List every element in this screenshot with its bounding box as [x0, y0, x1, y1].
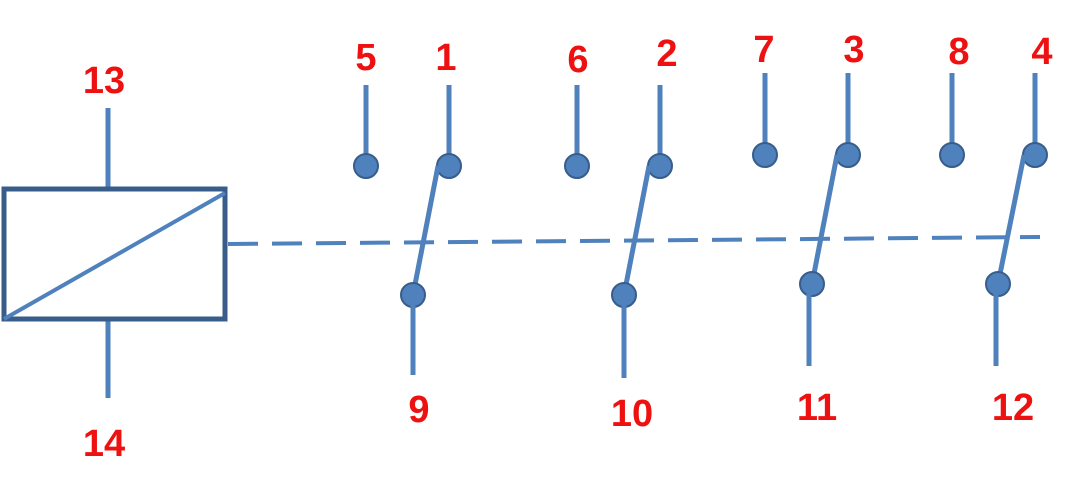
- pin-6-label: 6: [567, 39, 588, 81]
- no-terminal: [835, 142, 861, 168]
- pin-11-label: 11: [797, 387, 837, 429]
- nc-terminal: [752, 142, 778, 168]
- switch-arm: [410, 165, 441, 296]
- switch-group-3: 7 3 11: [752, 29, 865, 429]
- no-terminal: [1022, 142, 1048, 168]
- coil-pin-14-label: 14: [83, 423, 125, 465]
- common-terminal: [799, 271, 825, 297]
- switch-arm: [621, 165, 652, 296]
- pin-12-label: 12: [992, 387, 1034, 429]
- pin-9-label: 9: [408, 389, 429, 431]
- pin-4-label: 4: [1031, 31, 1052, 73]
- switch-group-1: 5 1 9: [353, 37, 462, 431]
- pin-10-label: 10: [611, 393, 653, 435]
- pin-3-label: 3: [843, 29, 864, 71]
- switch-group-2: 6 2 10: [564, 33, 678, 435]
- no-terminal: [436, 153, 462, 179]
- switch-arm: [995, 154, 1027, 285]
- nc-terminal: [564, 153, 590, 179]
- switch-group-4: 8 4 12: [939, 31, 1053, 429]
- pin-8-label: 8: [948, 31, 969, 73]
- coil-pin-13-label: 13: [83, 60, 125, 102]
- relay-coil: 13 14: [1, 60, 228, 465]
- nc-terminal: [353, 153, 379, 179]
- pin-2-label: 2: [656, 33, 677, 75]
- pin-5-label: 5: [355, 37, 376, 79]
- nc-terminal: [939, 142, 965, 168]
- switch-arm: [809, 154, 840, 285]
- no-terminal: [647, 153, 673, 179]
- pin-1-label: 1: [435, 37, 456, 79]
- coil-diagonal: [3, 191, 226, 321]
- pin-7-label: 7: [753, 29, 774, 71]
